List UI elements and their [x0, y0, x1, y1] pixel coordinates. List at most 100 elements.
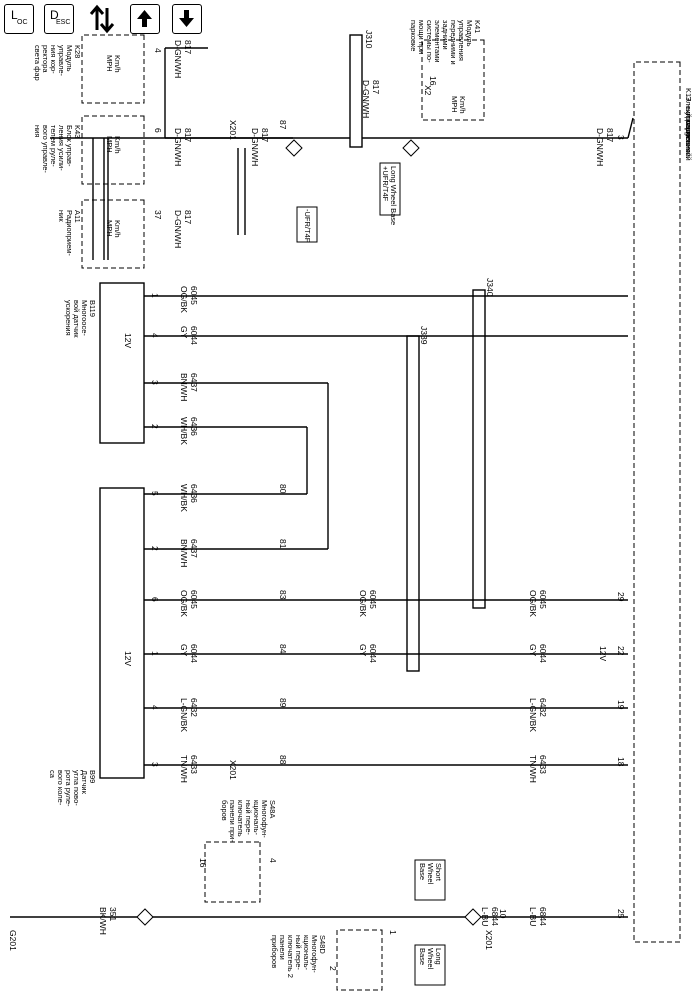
svg-text:16: 16: [428, 76, 438, 86]
svg-text:D-GN/WH: D-GN/WH: [173, 40, 183, 78]
svg-text:ключатель: ключатель: [236, 800, 245, 837]
svg-text:системой: системой: [684, 128, 693, 161]
svg-text:6432: 6432: [189, 698, 199, 717]
svg-text:Модуль: Модуль: [465, 20, 474, 47]
svg-text:ник: ник: [57, 210, 66, 222]
svg-text:ный модуль: ный модуль: [684, 104, 693, 145]
svg-text:Многофун-: Многофун-: [310, 935, 319, 973]
svg-text:BN/WH: BN/WH: [179, 539, 189, 567]
svg-text:X201: X201: [228, 760, 238, 780]
svg-text:ления усили-: ления усили-: [57, 125, 66, 171]
up-button[interactable]: [130, 4, 160, 34]
svg-text:Km/h: Km/h: [458, 96, 467, 114]
svg-text:ный пере-: ный пере-: [244, 800, 253, 835]
short-wheel-base-box: [414, 859, 446, 901]
svg-text:37: 37: [153, 210, 163, 220]
svg-text:16: 16: [198, 858, 208, 868]
svg-text:S48A: S48A: [268, 800, 277, 818]
svg-text:GY: GY: [179, 326, 189, 339]
svg-text:L-GN/BK: L-GN/BK: [179, 698, 189, 732]
svg-text:6432: 6432: [538, 698, 548, 717]
svg-text:Short: Short: [434, 863, 443, 882]
b99-module-box: [99, 487, 145, 779]
svg-text:2: 2: [150, 424, 160, 429]
svg-text:MPH: MPH: [105, 55, 114, 72]
svg-text:X201: X201: [484, 930, 494, 950]
svg-text:телем руле-: телем руле-: [49, 125, 58, 167]
svg-text:817: 817: [183, 128, 193, 142]
svg-text:ректора: ректора: [41, 45, 50, 73]
svg-text:L-GN/BK: L-GN/BK: [528, 698, 538, 732]
long-wheel-base-box: [379, 162, 401, 216]
svg-text:Модуль: Модуль: [65, 45, 74, 72]
svg-text:панели при-: панели при-: [228, 800, 237, 842]
svg-text:кциональ-: кциональ-: [302, 935, 311, 971]
svg-text:GY: GY: [528, 644, 538, 657]
svg-text:D-GN/WH: D-GN/WH: [250, 128, 260, 166]
svg-text:Многофун-: Многофун-: [260, 800, 269, 838]
svg-text:19: 19: [616, 700, 626, 710]
svg-text:ный пере-: ный пере-: [294, 935, 303, 970]
svg-text:6: 6: [153, 128, 163, 133]
svg-text:ключатель 2: ключатель 2: [286, 935, 295, 978]
svg-text:10: 10: [498, 909, 508, 919]
svg-text:25: 25: [616, 909, 626, 919]
svg-text:12V: 12V: [123, 651, 133, 666]
svg-text:MPH: MPH: [105, 220, 114, 237]
swap-button[interactable]: [86, 4, 116, 34]
j310-splice: [349, 34, 363, 148]
svg-text:OG/BK: OG/BK: [179, 590, 189, 617]
svg-text:6045: 6045: [189, 590, 199, 609]
svg-text:B119: B119: [88, 300, 97, 317]
svg-text:панели: панели: [278, 935, 287, 960]
svg-text:Base: Base: [418, 863, 427, 880]
k41-module-box: [421, 39, 485, 121]
svg-text:3: 3: [150, 762, 160, 767]
svg-text:6: 6: [150, 597, 160, 602]
svg-text:6436: 6436: [189, 417, 199, 436]
splice-diamond-4: [136, 908, 154, 926]
svg-text:Блок управ-: Блок управ-: [65, 125, 74, 167]
down-arrow-icon: [179, 10, 194, 27]
svg-text:боров: боров: [220, 800, 229, 821]
svg-text:B99: B99: [88, 770, 97, 783]
svg-text:GY: GY: [358, 644, 368, 657]
down-button[interactable]: [172, 4, 202, 34]
svg-text:18: 18: [616, 757, 626, 767]
svg-text:L-BU: L-BU: [528, 907, 538, 926]
svg-text:рота руле-: рота руле-: [64, 770, 73, 807]
k43-module-box: [81, 115, 145, 185]
k28-module-box: [81, 34, 145, 104]
svg-text:Km/h: Km/h: [113, 55, 122, 73]
svg-text:X201: X201: [228, 120, 238, 140]
svg-text:угла пово-: угла пово-: [72, 770, 81, 806]
svg-text:Km/h: Km/h: [113, 136, 122, 154]
svg-text:3: 3: [616, 135, 626, 140]
location-button[interactable]: L OC: [4, 4, 34, 34]
svg-text:1: 1: [150, 293, 160, 298]
svg-text:са: са: [48, 770, 57, 779]
description-icon: D: [50, 8, 59, 22]
svg-text:817: 817: [371, 80, 381, 94]
swap-icon: [89, 4, 115, 34]
svg-text:12V: 12V: [598, 646, 608, 661]
svg-text:81: 81: [278, 539, 288, 549]
svg-text:WH/BK: WH/BK: [179, 484, 189, 512]
a11-module-box: [81, 199, 145, 269]
svg-text:83: 83: [278, 590, 288, 600]
svg-text:6044: 6044: [368, 644, 378, 663]
svg-text:A11: A11: [73, 210, 82, 223]
svg-text:817: 817: [183, 40, 193, 54]
svg-text:K43: K43: [73, 125, 82, 138]
description-button[interactable]: D ESC: [44, 4, 74, 34]
svg-text:управления: управления: [457, 20, 466, 61]
svg-text:Long Wheel Base: Long Wheel Base: [389, 166, 398, 225]
svg-text:Wheel: Wheel: [426, 863, 435, 885]
svg-text:MPH: MPH: [105, 136, 114, 153]
svg-text:K28: K28: [73, 45, 82, 58]
svg-text:кциональ-: кциональ-: [252, 800, 261, 836]
svg-text:управле-: управле-: [57, 45, 66, 77]
up-arrow-icon: [137, 10, 152, 27]
svg-text:Радиоприем-: Радиоприем-: [65, 210, 74, 256]
